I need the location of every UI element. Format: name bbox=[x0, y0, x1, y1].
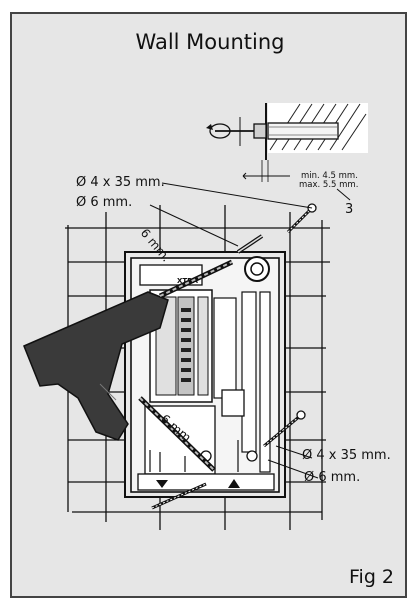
top-screw-callout: Ø 4 x 35 mm. bbox=[76, 175, 165, 190]
bottom-left-screw bbox=[151, 482, 207, 510]
top-screw bbox=[286, 203, 317, 234]
top-drill-callout: Ø 6 mm. bbox=[76, 195, 132, 210]
figure-number: Fig 2 bbox=[349, 566, 395, 588]
bottom-screw bbox=[263, 410, 306, 448]
leader-top-screw bbox=[161, 182, 313, 209]
hand-drill bbox=[23, 259, 234, 441]
leader-top-drill bbox=[149, 204, 239, 247]
bottom-screw-callout: Ø 4 x 35 mm. bbox=[302, 448, 391, 463]
wall-plug-detail bbox=[206, 103, 368, 182]
figure-title: Wall Mounting bbox=[135, 30, 285, 54]
top-wall-plug bbox=[236, 234, 264, 254]
leader-bottom-drill bbox=[267, 459, 319, 479]
step-number: 3 bbox=[345, 202, 353, 217]
plug-min-depth: min. 4.5 mm. bbox=[301, 171, 358, 181]
lower-drill-bit bbox=[138, 396, 216, 472]
bottom-drill-callout: Ø 6 mm. bbox=[304, 470, 360, 485]
plug-max-depth: max. 5.5 mm. bbox=[299, 180, 358, 190]
leader-bottom-screw bbox=[275, 445, 313, 459]
